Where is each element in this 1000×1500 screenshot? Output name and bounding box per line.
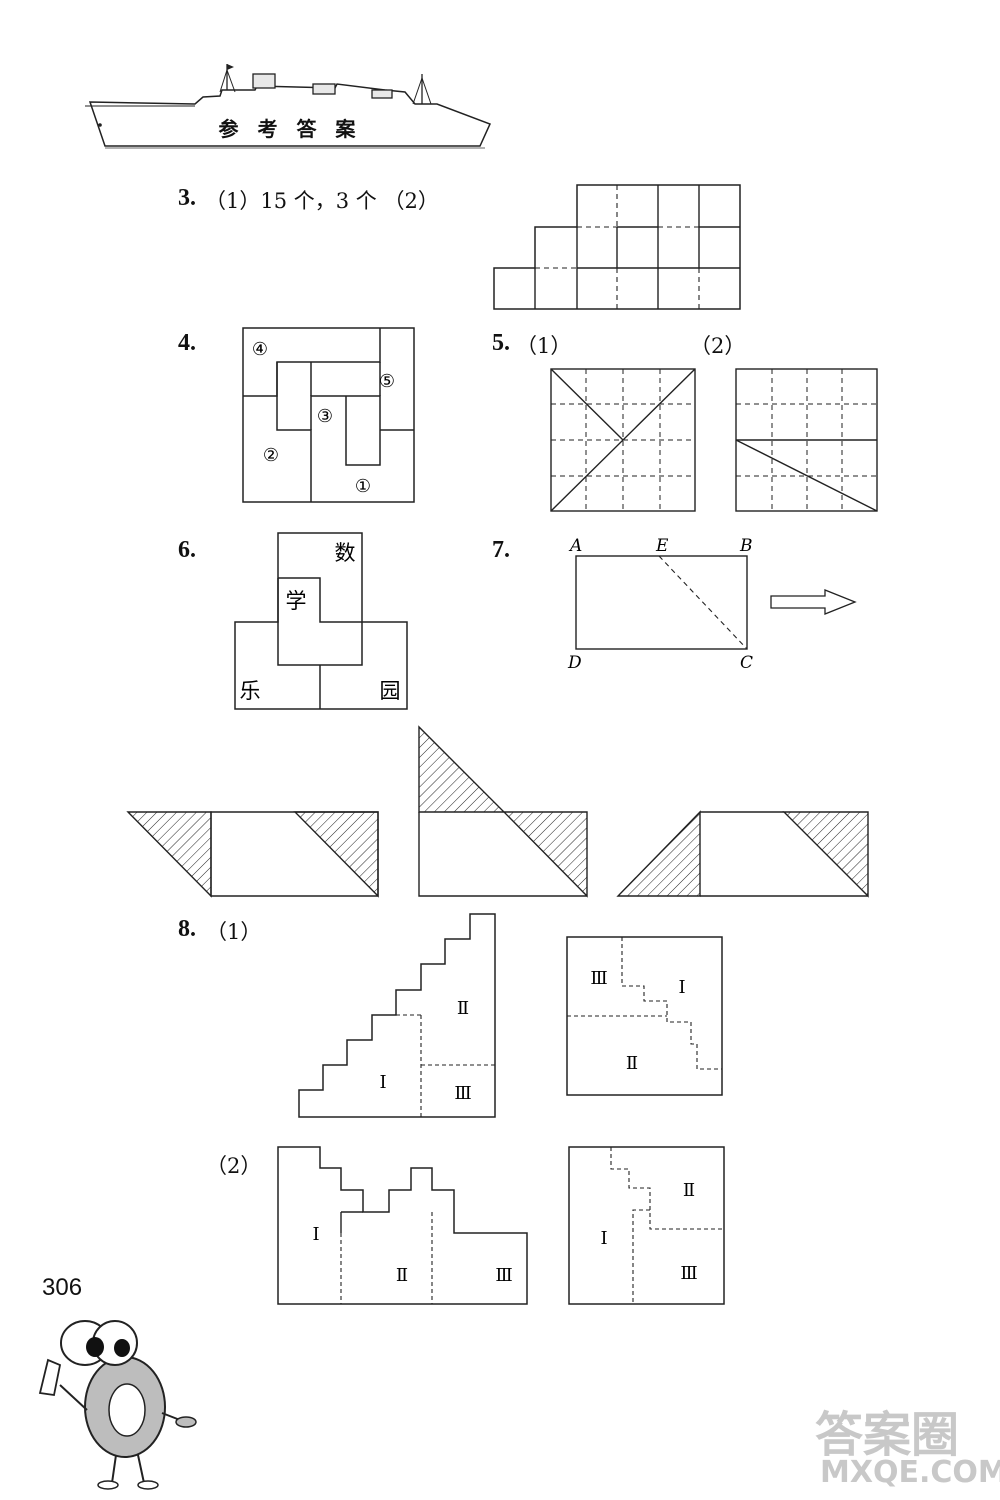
q6-region-label: 园	[380, 679, 401, 703]
q7-point-label: D	[567, 653, 582, 673]
q6-shape-division: 数 学 乐 园	[234, 532, 408, 710]
q4-piece-label: ④	[252, 339, 268, 360]
q8-piece-label: Ⅰ	[379, 1072, 386, 1093]
q3-staircase-figure	[493, 184, 741, 310]
q8-piece-label: Ⅱ	[457, 998, 469, 1019]
q6-region-label: 学	[286, 589, 307, 613]
q5-number: 5.	[492, 330, 510, 356]
q8-2-square-assembly: Ⅰ Ⅱ Ⅲ	[568, 1146, 725, 1305]
q8-piece-label: Ⅲ	[680, 1263, 697, 1284]
q5-grid-half-cut	[735, 368, 878, 512]
q4-number: 4.	[178, 330, 196, 356]
q8-part1-label: （1）	[206, 920, 262, 944]
q5-grid-diagonal-cut	[550, 368, 696, 512]
header-title: 参 考 答 案	[219, 117, 362, 141]
q7-point-label: A	[568, 536, 582, 556]
q5-part2-label: （2）	[690, 334, 746, 358]
q7-number: 7.	[492, 537, 510, 563]
q7-trapezoid-shape	[418, 725, 588, 898]
q7-parallelogram-shape	[126, 811, 379, 898]
page-number: 306	[42, 1274, 83, 1301]
q8-piece-label: Ⅲ	[454, 1083, 471, 1104]
q8-piece-label: Ⅱ	[396, 1265, 408, 1286]
q8-piece-label: Ⅰ	[312, 1224, 319, 1245]
q8-piece-label: Ⅰ	[678, 977, 685, 998]
q8-1-staircase: Ⅰ Ⅱ Ⅲ	[298, 913, 496, 1118]
q8-piece-label: Ⅱ	[626, 1053, 638, 1074]
q6-number: 6.	[178, 537, 196, 563]
mascot-illustration	[38, 1320, 197, 1490]
watermark-url: MXQE.COM	[820, 1455, 1000, 1490]
q8-piece-label: Ⅲ	[590, 968, 607, 989]
q5-part1-label: （1）	[516, 334, 572, 358]
q3-answer-text: （1）15 个，3 个 （2）	[205, 189, 439, 213]
q6-region-label: 乐	[240, 679, 261, 703]
q7-result-shapes	[126, 725, 869, 898]
ship-header-banner: 参 考 答 案	[85, 64, 492, 149]
arrow-right-icon	[770, 589, 857, 615]
q8-piece-label: Ⅰ	[600, 1228, 607, 1249]
q4-piece-label: ①	[355, 476, 371, 497]
q7-point-label: E	[655, 536, 669, 556]
q3-number: 3.	[178, 185, 196, 211]
q7-rectangle-fold: A E B D C	[567, 536, 857, 673]
watermark-logo: 答案圈	[815, 1407, 960, 1463]
q6-region-label: 数	[335, 541, 356, 565]
q4-square-division: ④ ⑤ ③ ② ①	[242, 327, 415, 503]
q8-piece-label: Ⅱ	[683, 1180, 695, 1201]
q7-point-label: C	[740, 653, 753, 673]
q8-part2-label: （2）	[206, 1154, 262, 1178]
q7-trapezoid-shape-2	[616, 810, 869, 898]
q8-1-square-assembly: Ⅲ Ⅰ Ⅱ	[566, 936, 723, 1096]
q4-piece-label: ⑤	[379, 371, 395, 392]
q7-point-label: B	[739, 536, 753, 556]
q8-number: 8.	[178, 916, 196, 942]
q4-piece-label: ②	[263, 445, 279, 466]
q4-piece-label: ③	[317, 406, 333, 427]
q8-piece-label: Ⅲ	[495, 1265, 512, 1286]
q8-2-stepped-shape: Ⅰ Ⅱ Ⅲ	[277, 1146, 528, 1305]
